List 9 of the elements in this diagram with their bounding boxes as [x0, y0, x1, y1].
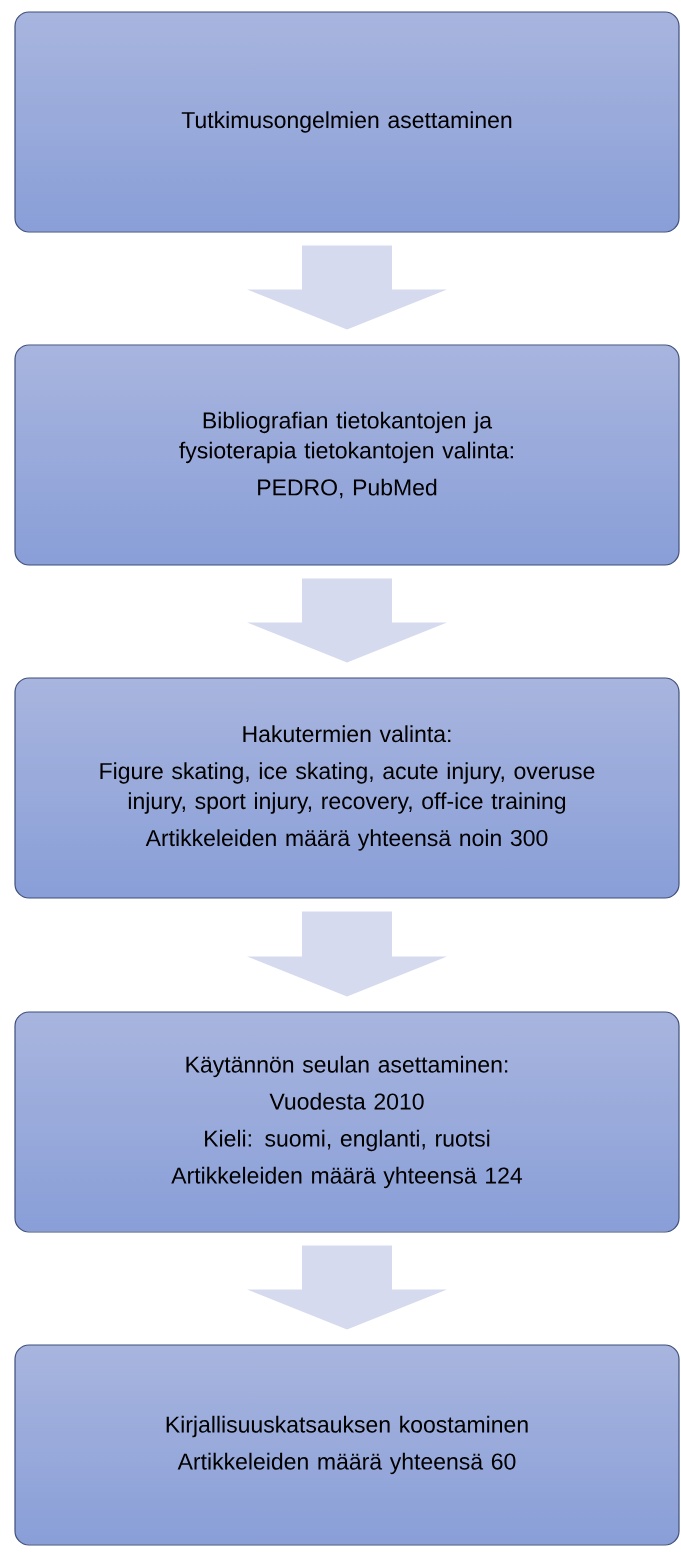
block-arrow — [247, 578, 447, 663]
block-arrow — [247, 245, 447, 330]
process-box: Käytännön seulan asettaminen: Vuodesta 2010 Kieli: suomi, englanti, ruotsi Artikkeleiden määrä yhteensä 124 — [14, 1011, 680, 1233]
process-box: Tutkimusongelmien asettaminen — [14, 11, 680, 233]
process-box: Hakutermien valinta: Figure skating, ice skating, acute injury, overuse injury, sport injury, recovery, off-ice training Artikkeleiden määrä yhteensä noin 300 — [14, 677, 680, 899]
process-box: Kirjallisuuskatsauksen koostaminen Artikkeleiden määrä yhteensä 60 — [14, 1344, 680, 1546]
block-arrow — [247, 911, 447, 997]
block-arrow — [247, 1245, 447, 1330]
process-box: Bibliografian tietokantojen ja fysioterapia tietokantojen valinta: PEDRO, PubMed — [14, 344, 680, 566]
